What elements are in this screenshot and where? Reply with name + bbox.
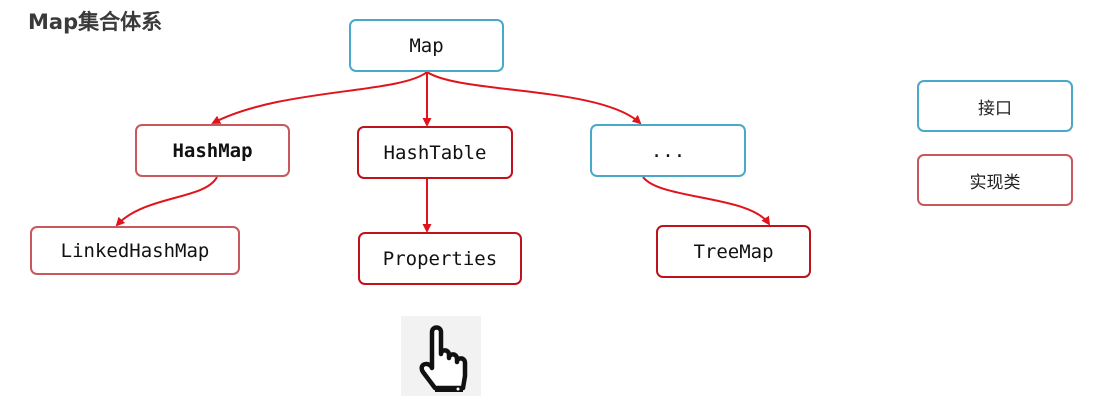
hand-pointer-icon-graphic bbox=[419, 325, 468, 392]
node-hashmap: HashMap bbox=[135, 124, 290, 177]
arrow-other-to-treemap bbox=[642, 176, 771, 226]
legend-implementation: 实现类 bbox=[917, 154, 1073, 206]
node-properties-label: Properties bbox=[382, 247, 498, 270]
legend-interface: 接口 bbox=[917, 80, 1073, 132]
node-linkedhashmap-label: LinkedHashMap bbox=[60, 239, 210, 262]
node-other: ... bbox=[590, 124, 746, 177]
page-title: Map集合体系 bbox=[28, 10, 163, 34]
node-other-label: ... bbox=[650, 139, 686, 162]
legend-interface-label: 接口 bbox=[978, 98, 1012, 119]
arrow-map-to-hashmap bbox=[211, 71, 428, 124]
hand-pointer-icon[interactable] bbox=[401, 316, 481, 396]
legend-implementation-label: 实现类 bbox=[969, 172, 1021, 193]
node-map: Map bbox=[349, 19, 504, 72]
node-treemap: TreeMap bbox=[656, 225, 811, 278]
node-hashmap-label: HashMap bbox=[172, 139, 253, 162]
arrow-map-to-other bbox=[426, 71, 642, 125]
node-hashtable: HashTable bbox=[357, 126, 513, 179]
node-properties: Properties bbox=[358, 232, 522, 285]
node-hashtable-label: HashTable bbox=[383, 141, 487, 164]
node-linkedhashmap: LinkedHashMap bbox=[30, 226, 240, 275]
node-treemap-label: TreeMap bbox=[693, 240, 774, 263]
node-map-label: Map bbox=[409, 34, 444, 57]
arrow-hashmap-to-linkedhashmap bbox=[115, 176, 218, 227]
